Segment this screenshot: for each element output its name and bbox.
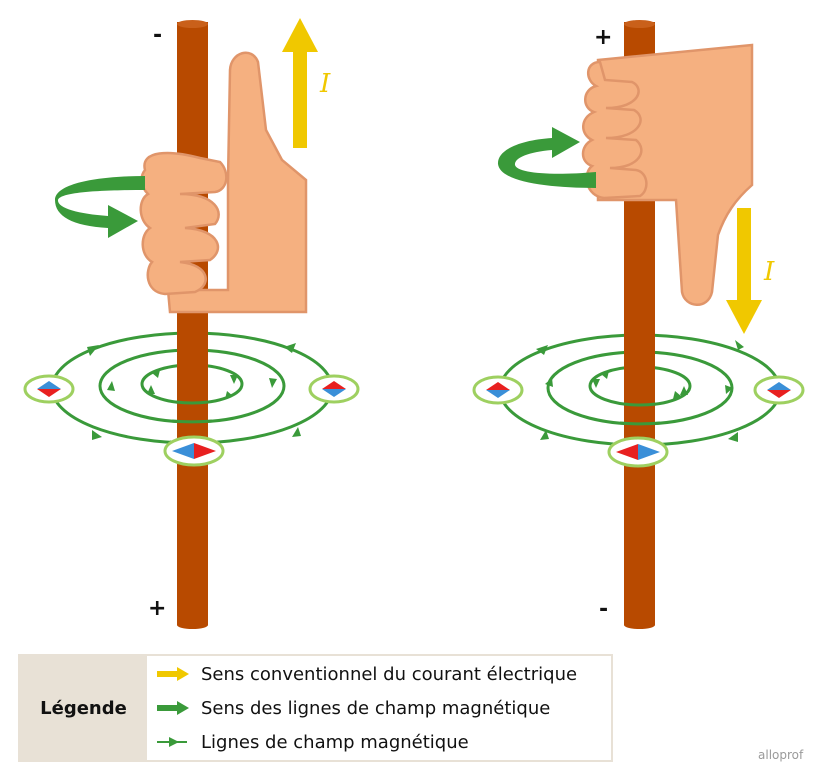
left-compass-front [163, 435, 225, 467]
legend-item-field-direction-label: Sens des lignes de champ magnétique [201, 697, 551, 719]
right-current-label: I [763, 257, 775, 287]
left-current-arrow [282, 18, 318, 148]
legend-title: Légende [40, 697, 127, 719]
right-top-sign: + [594, 25, 612, 50]
right-compass-front [607, 436, 669, 468]
legend-item-current-label: Sens conventionnel du courant électrique [201, 663, 578, 685]
left-wire-top [177, 20, 208, 28]
left-figure: I - + [23, 18, 360, 629]
right-bottom-sign: - [599, 597, 608, 622]
left-field-arrows [87, 343, 301, 440]
left-compass-left [23, 374, 75, 404]
alloprof-watermark: alloprof [758, 748, 804, 762]
left-bottom-sign: + [148, 596, 166, 621]
right-rotation-arrow [497, 127, 596, 188]
green-line-arrow-icon [157, 737, 187, 747]
right-wire-top [624, 20, 655, 28]
legend-item-current: Sens conventionnel du courant électrique [157, 659, 577, 689]
green-arrow-icon [157, 701, 189, 715]
left-current-label: I [319, 69, 331, 99]
legend-item-field-lines-label: Lignes de champ magnétique [201, 731, 469, 753]
right-field-arrows [536, 340, 744, 442]
right-hand-thumb-down [581, 43, 754, 306]
legend-item-field-lines: Lignes de champ magnétique [157, 727, 469, 757]
right-current-arrow [726, 208, 762, 334]
left-rotation-arrow [55, 176, 145, 238]
right-compass-left [472, 375, 524, 405]
left-compass-right [308, 374, 360, 404]
right-figure: I + - [472, 20, 805, 629]
right-compass-right [753, 375, 805, 405]
legend: Légende Sens conventionnel du courant él… [18, 654, 613, 762]
legend-title-box: Légende [20, 656, 147, 760]
left-wire [177, 22, 208, 625]
legend-item-field-direction: Sens des lignes de champ magnétique [157, 693, 550, 723]
left-hand-thumb-up [139, 51, 308, 314]
yellow-arrow-icon [157, 667, 189, 681]
left-top-sign: - [153, 23, 162, 48]
